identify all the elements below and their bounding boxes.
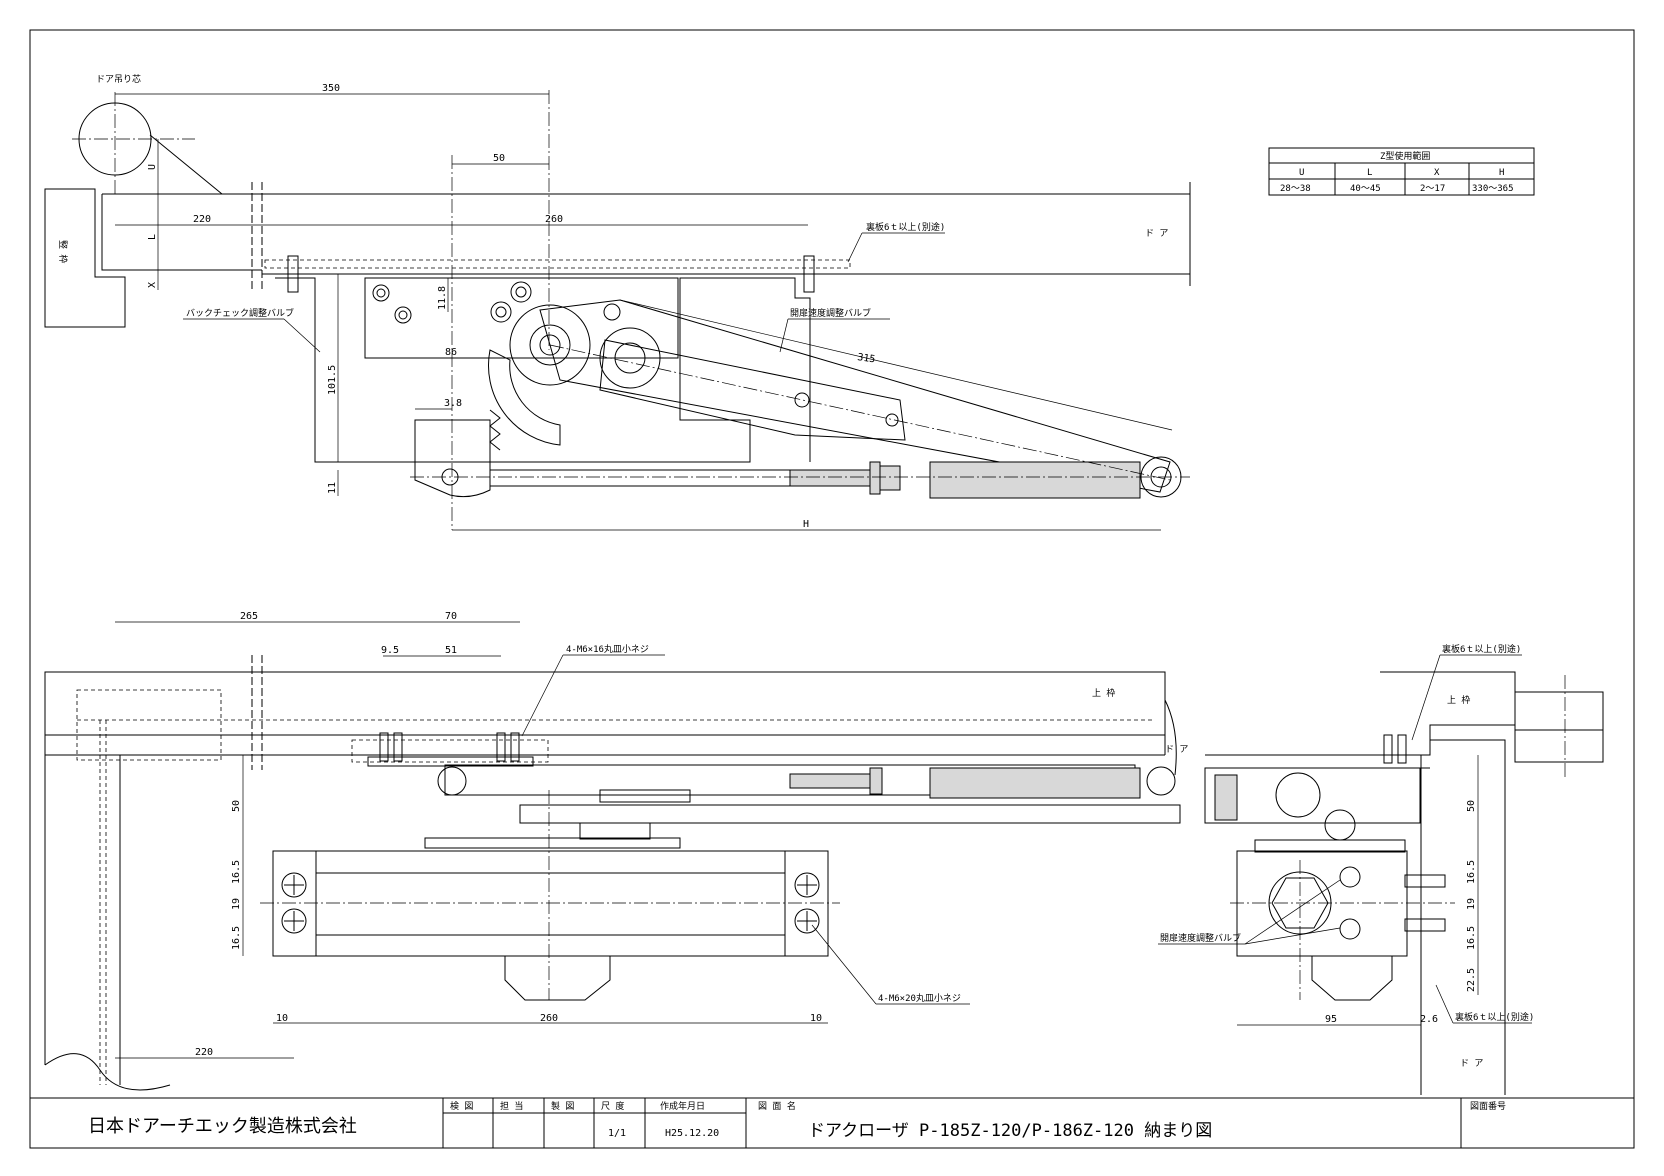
dim-11: 11 (327, 482, 338, 494)
vertical-frame (44, 188, 126, 328)
dim-101-5: 101.5 (327, 365, 338, 395)
front-closer-body (272, 850, 829, 957)
range-header-u: U (1299, 168, 1304, 178)
header-draw: 製 図 (551, 1100, 574, 1112)
dim-x: X (147, 282, 158, 288)
dim-315: 315 (857, 352, 876, 365)
front-elevation-view: 上 枠 ド ア 265 (44, 611, 1188, 1091)
backcheck-valve-label: バックチェック調整バルブ (186, 307, 294, 319)
dim-h: H (803, 519, 809, 530)
side-dim-16-5b: 16.5 (1466, 926, 1477, 950)
side-dim-50: 50 (1466, 800, 1477, 812)
company-name: 日本ドアーチエック製造株式会社 (88, 1116, 357, 1137)
speed-valve-label: 開扉速度調整バルブ (790, 307, 871, 319)
top-frame-label: 上 枠 (1092, 687, 1115, 699)
range-header-x: X (1434, 168, 1440, 178)
front-dim-19: 19 (231, 898, 242, 910)
dim-350: 350 (322, 83, 340, 94)
z-range-table: Z型使用範囲 U L X H 28～38 40～45 2～17 330～365 (1268, 147, 1535, 196)
dim-3-8: 3.8 (444, 398, 462, 409)
pinion-sector (487, 349, 561, 446)
upper-plan-view: ドア吊り芯 竪 枠 ド ア 裏板6ｔ以上(別途) (44, 73, 1191, 531)
front-dim-16-5a: 16.5 (231, 860, 242, 884)
side-closer-body (1236, 850, 1408, 957)
sheet-border (29, 29, 1635, 1149)
front-dim-220: 220 (195, 1047, 213, 1058)
scale-value: 1/1 (608, 1128, 626, 1139)
range-header-l: L (1367, 168, 1372, 178)
front-dim-10b: 10 (810, 1013, 822, 1024)
range-header-h: H (1499, 168, 1504, 178)
link-arm (599, 339, 906, 441)
side-dim-2-6: 2.6 (1420, 1014, 1438, 1025)
dim-11-8: 11.8 (437, 286, 448, 310)
range-table-title: Z型使用範囲 (1380, 150, 1430, 162)
side-dim-95: 95 (1325, 1014, 1337, 1025)
title-block: 日本ドアーチエック製造株式会社 検 図 担 当 製 図 尺 度 作成年月日 図 … (30, 1097, 1634, 1148)
dim-86: 86 (445, 347, 457, 358)
side-door-label: ド ア (1460, 1059, 1483, 1069)
front-dim-265: 265 (240, 611, 258, 622)
header-drawing-name: 図 面 名 (758, 1100, 796, 1112)
front-dim-260: 260 (540, 1013, 558, 1024)
side-speed-valve-label: 開扉速度調整バルブ (1160, 932, 1241, 944)
reinforcement-label: 裏板6ｔ以上(別途) (866, 221, 945, 233)
screw-top-label: 4-M6×16丸皿小ネジ (566, 643, 649, 655)
dim-50: 50 (493, 153, 505, 164)
range-value-h: 330～365 (1472, 184, 1514, 194)
screw-bottom-label: 4-M6×20丸皿小ネジ (878, 992, 961, 1004)
frame-label: 竪 枠 (57, 240, 69, 263)
dim-u: U (147, 164, 158, 170)
door-pivot-label: ドア吊り芯 (96, 73, 141, 85)
front-dim-16-5b: 16.5 (231, 926, 242, 950)
dim-l: L (147, 234, 158, 240)
side-dim-19: 19 (1466, 898, 1477, 910)
front-dim-70: 70 (445, 611, 457, 622)
dim-220: 220 (193, 214, 211, 225)
header-date: 作成年月日 (660, 1100, 705, 1112)
header-drawing-number: 図面番号 (1470, 1100, 1506, 1112)
front-dim-10a: 10 (276, 1013, 288, 1024)
front-dim-9-5: 9.5 (381, 645, 399, 656)
front-dim-50: 50 (231, 800, 242, 812)
drawing-title: ドアクローザ P-185Z-120/P-186Z-120 納まり図 (808, 1121, 1212, 1141)
range-value-u: 28～38 (1280, 184, 1311, 194)
side-reinforcement-bottom-label: 裏板6ｔ以上(別途) (1455, 1011, 1534, 1023)
top-frame (44, 671, 1166, 1065)
header-inspect: 検 図 (450, 1100, 473, 1112)
side-section-view: 上 枠 裏板6ｔ以上(別途) 開扉速度調整バルブ 50 16.5 19 16 (1158, 643, 1604, 1095)
side-dim-22-5: 22.5 (1466, 968, 1477, 992)
header-charge: 担 当 (500, 1100, 523, 1112)
side-dim-16-5a: 16.5 (1466, 860, 1477, 884)
side-reinforcement-top-label: 裏板6ｔ以上(別途) (1442, 643, 1521, 655)
door-label: ド ア (1145, 229, 1168, 239)
front-dim-51: 51 (445, 645, 457, 656)
header-scale: 尺 度 (601, 1100, 624, 1112)
range-value-l: 40～45 (1350, 184, 1381, 194)
range-value-x: 2～17 (1420, 184, 1445, 194)
date-value: H25.12.20 (665, 1128, 719, 1139)
side-top-frame-label: 上 枠 (1447, 694, 1470, 706)
dim-260: 260 (545, 214, 563, 225)
